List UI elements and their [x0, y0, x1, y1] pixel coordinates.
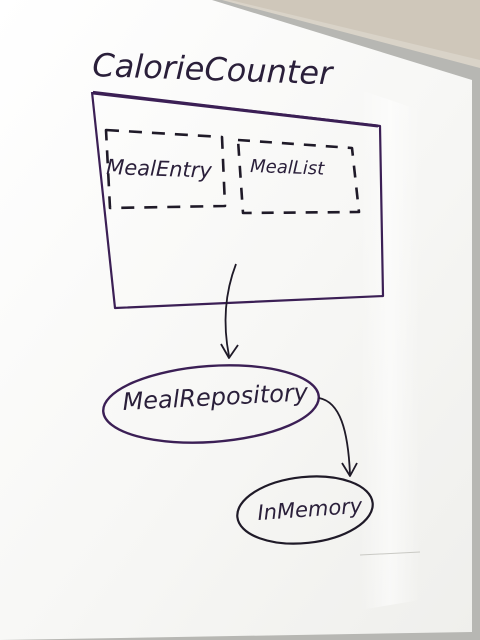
wall-shadow: [230, 0, 480, 60]
meal-entry-box: [104, 128, 227, 210]
board-smudge: [359, 551, 421, 556]
meal-list-label: MealList: [250, 156, 326, 180]
arrow-head-in-memory: [341, 462, 358, 477]
meal-list-box: [236, 138, 361, 215]
arrow-to-in-memory: [318, 397, 351, 475]
board-glare: [360, 90, 420, 610]
arrow-to-repository: [224, 263, 237, 357]
in-memory-ellipse: [236, 475, 374, 545]
calorie-counter-box-topline: [92, 91, 379, 128]
meal-repository-ellipse: [102, 364, 320, 444]
meal-entry-label: MealEntry: [106, 155, 213, 183]
title-text: CalorieCounter: [92, 46, 335, 92]
arrow-head-repository: [220, 343, 239, 359]
